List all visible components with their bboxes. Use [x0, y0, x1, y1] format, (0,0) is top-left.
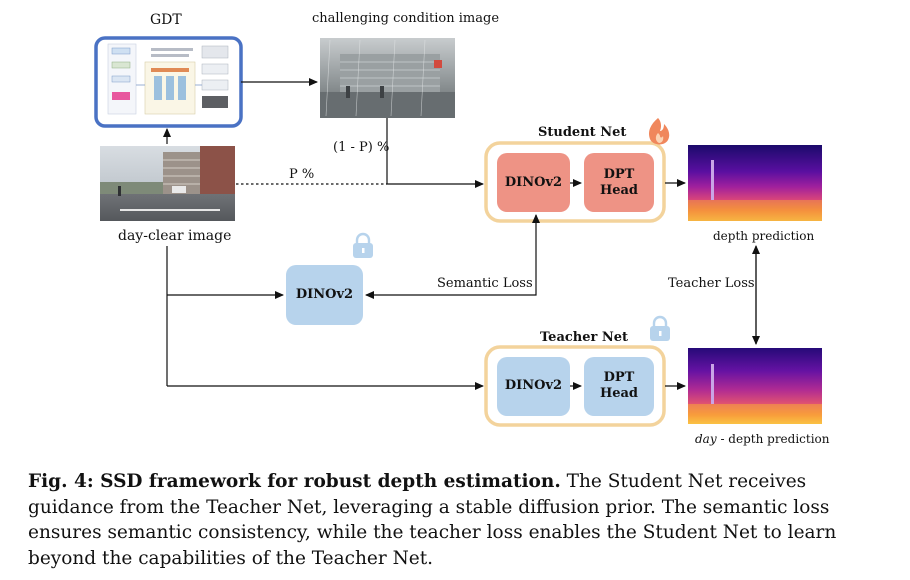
frozen-dinov2-label: DINOv2: [295, 287, 354, 302]
arrow-challenging-to-student: [386, 118, 484, 188]
teacher-dpt-text: DPT: [603, 370, 635, 385]
semantic-loss-label: Semantic Loss: [437, 276, 533, 291]
caption-heading: Fig. 4: SSD framework for robust depth e…: [28, 471, 561, 492]
student-depth-prediction-image: [688, 145, 822, 221]
connections: [163, 78, 760, 390]
challenging-condition-image: [320, 38, 455, 118]
figure-caption: Fig. 4: SSD framework for robust depth e…: [28, 469, 888, 571]
day-italic-text: day: [695, 432, 717, 446]
student-dinov2-label: DINOv2: [504, 175, 563, 190]
day-depth-prediction-label: day - depth prediction: [695, 432, 830, 446]
p-percent-label: P %: [289, 167, 315, 182]
lock-icon-frozen-dinov2: [353, 232, 373, 258]
student-dpt-text: DPT: [603, 167, 635, 182]
lock-icon-teacher-net: [650, 315, 670, 341]
student-net-title: Student Net: [538, 125, 627, 140]
caption-body: The Student Net receives guidance from t…: [28, 471, 837, 569]
one-minus-p-label: (1 - P) %: [333, 140, 390, 155]
fire-icon: [648, 118, 670, 145]
teacher-loss-label: Teacher Loss: [668, 276, 755, 291]
arrow-semantic-loss: [365, 215, 537, 299]
teacher-head-text: Head: [599, 386, 639, 401]
day-depth-suffix-text: - depth prediction: [716, 432, 830, 446]
frozen-dinov2-box: [286, 265, 363, 325]
gdt-title: GDT: [150, 12, 182, 28]
gdt-box: [94, 36, 243, 128]
day-clear-image-label: day-clear image: [118, 228, 232, 244]
challenging-image-title: challenging condition image: [312, 11, 500, 26]
day-clear-image: [100, 146, 235, 221]
student-head-text: Head: [599, 183, 639, 198]
framework-diagram: [94, 36, 822, 427]
depth-prediction-label: depth prediction: [713, 229, 815, 243]
teacher-dinov2-label: DINOv2: [504, 378, 563, 393]
teacher-net-title: Teacher Net: [540, 330, 629, 345]
teacher-depth-prediction-image: [688, 348, 822, 424]
